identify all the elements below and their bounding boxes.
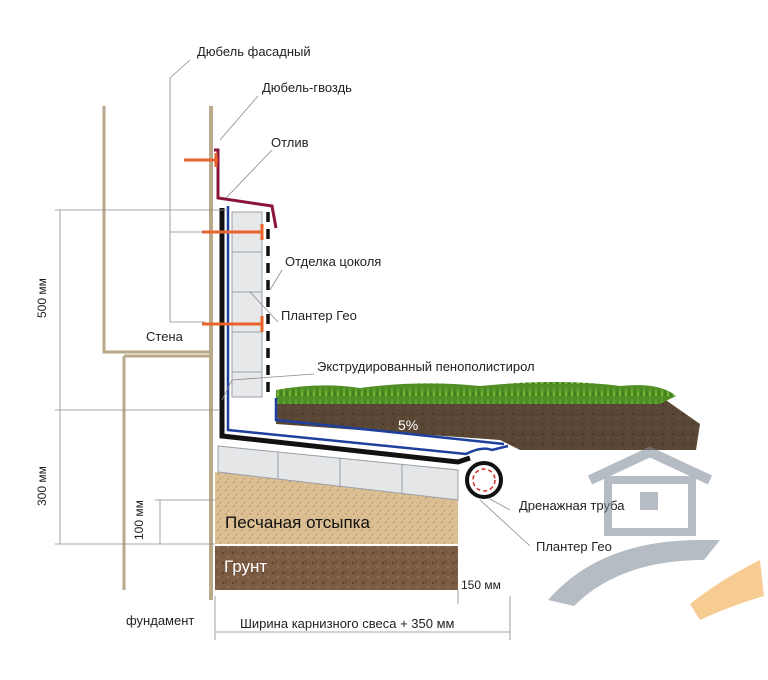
dowel-nail <box>184 153 218 167</box>
soil-layer <box>215 546 458 590</box>
label-drain-pipe: Дренажная труба <box>519 498 625 513</box>
xps-vertical <box>231 211 263 398</box>
dim-width-label: Ширина карнизного свеса + 350 мм <box>240 616 455 631</box>
dim-500-label: 500 мм <box>35 278 49 318</box>
drain-pipe <box>465 461 503 499</box>
sand-layer <box>215 472 458 544</box>
dowel-facade-bottom <box>202 316 264 332</box>
label-xps: Экструдированный пенополистирол <box>317 359 535 374</box>
label-wall: Стена <box>146 329 184 344</box>
label-plinth-finish: Отделка цоколя <box>285 254 381 269</box>
label-sand: Песчаная отсыпка <box>225 513 370 532</box>
label-soil: Грунт <box>224 557 267 576</box>
leader-lines <box>169 59 531 547</box>
earth-mass <box>276 396 700 450</box>
house-arrow-logo-icon <box>548 446 764 620</box>
grass-strip <box>276 382 676 404</box>
label-planter-bottom: Плантер Гео <box>536 539 612 554</box>
xps-slab-horizontal <box>217 445 459 501</box>
membrane-blue <box>226 206 509 456</box>
label-dowel-facade: Дюбель фасадный <box>197 44 311 59</box>
dim-100-label: 100 мм <box>132 500 146 540</box>
membrane-black <box>219 208 471 465</box>
slope-label: 5% <box>398 417 418 433</box>
wall-outline <box>102 106 213 600</box>
label-planter-top: Плантер Гео <box>281 308 357 323</box>
label-dowel-nail: Дюбель-гвоздь <box>262 80 352 95</box>
dowel-facade-top <box>202 224 264 240</box>
dim-150-label: 150 мм <box>461 578 501 592</box>
dim-300-label: 300 мм <box>35 466 49 506</box>
label-foundation: фундамент <box>126 613 194 628</box>
drip-flashing <box>214 148 278 229</box>
dimension-lines <box>55 209 511 640</box>
label-drip: Отлив <box>271 135 309 150</box>
